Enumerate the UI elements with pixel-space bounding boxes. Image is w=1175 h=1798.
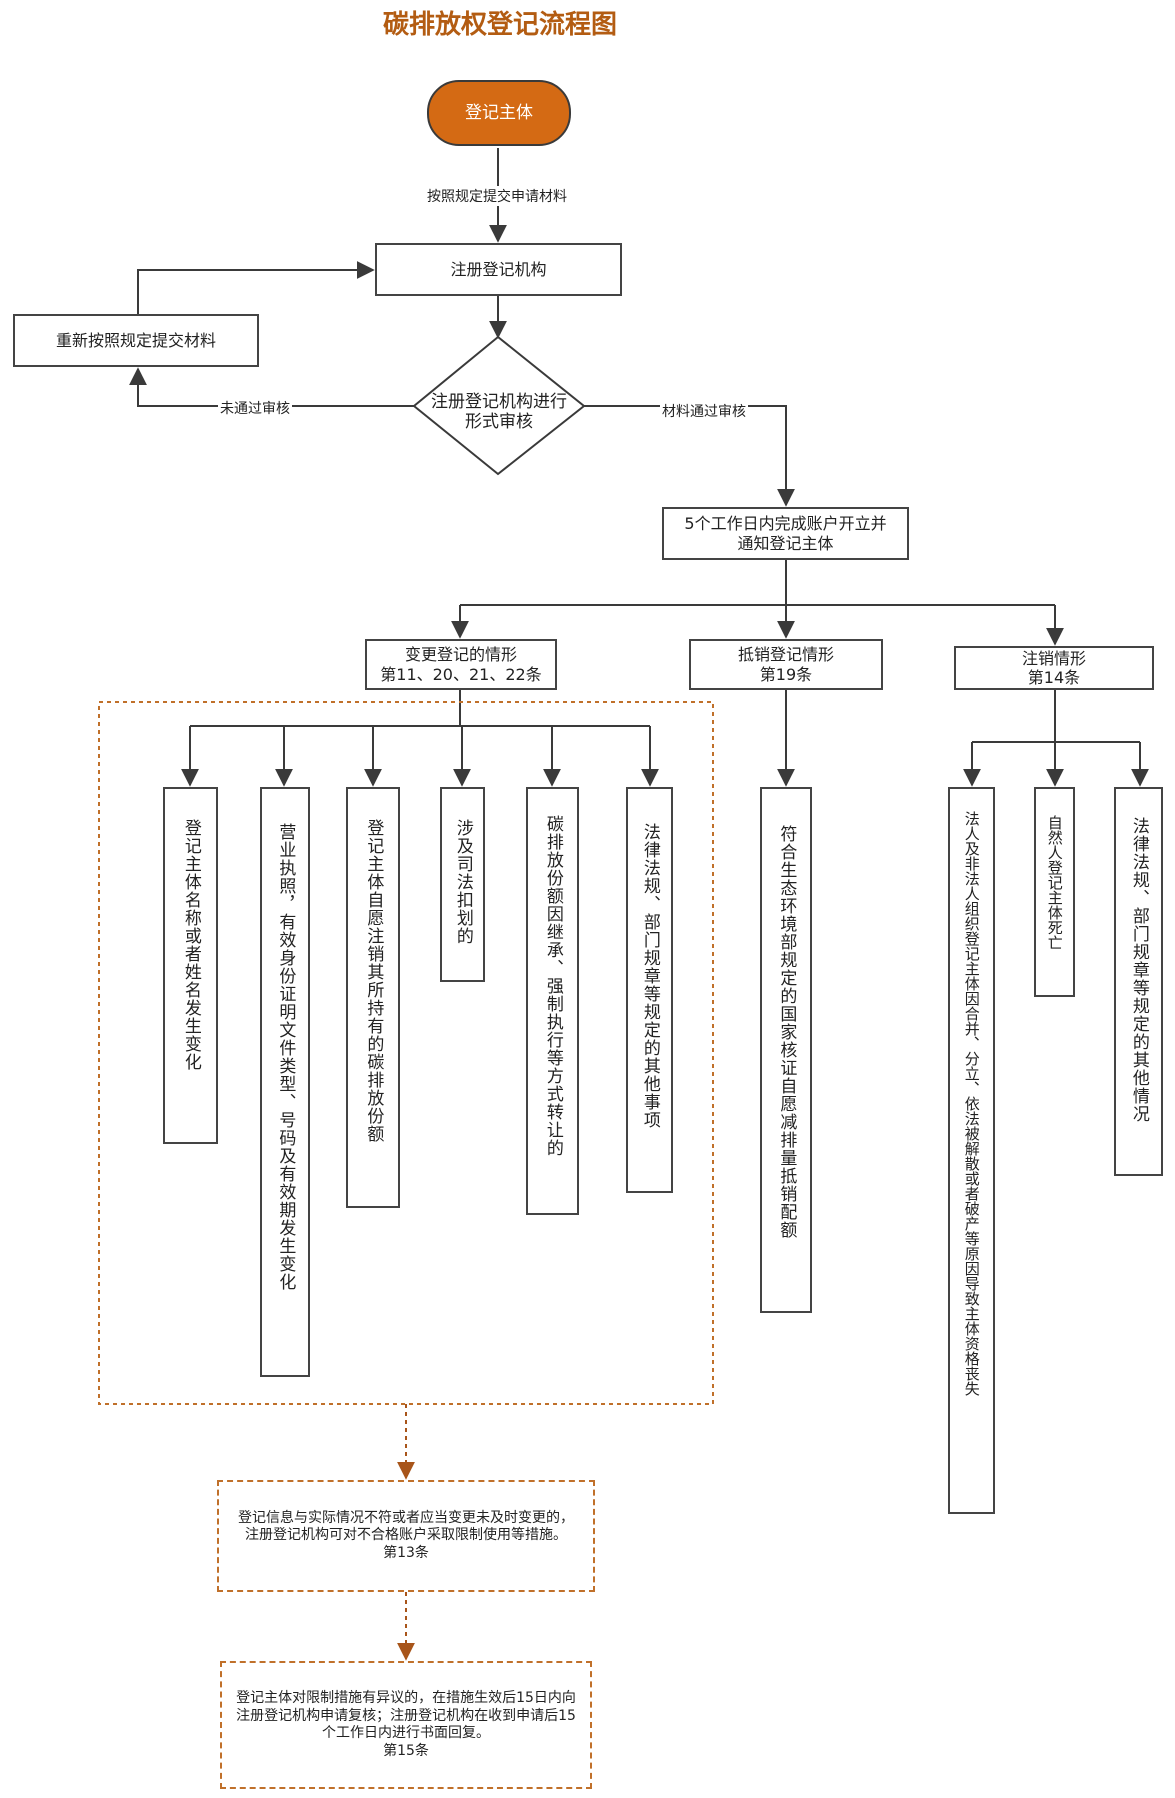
edge-resubmit-registry [137,261,375,314]
change-node: 变更登记的情形 第11、20、21、22条 [365,639,557,690]
note-article-15: 登记主体对限制措施有异议的，在措施生效后15日内向 注册登记机构申请复核；注册登… [220,1661,592,1789]
edge-label-approved: 材料通过审核 [660,401,748,421]
open-account-node: 5个工作日内完成账户开立并 通知登记主体 [662,507,909,560]
review-diamond [412,335,586,476]
start-node: 登记主体 [427,80,571,146]
offset-item: 符合生态环境部规定的国家核证自愿减排量抵销配额 [760,787,812,1313]
cancel-item-text: 法人及非法人组织登记主体因合并、分立、依法被解散或者破产等原因导致主体资格丧失 [962,811,981,1396]
change-item-name: 登记主体名称或者姓名发生变化 [163,787,218,1144]
change-item-judicial: 涉及司法扣划的 [440,787,485,982]
edge-label-rejected: 未通过审核 [218,398,292,418]
note-article-13: 登记信息与实际情况不符或者应当变更未及时变更的， 注册登记机构可对不合格账户采取… [217,1480,595,1592]
edge-review-account [584,405,795,507]
change-items-group [98,701,714,1405]
cancel-item-other: 法律法规、部门规章等规定的其他情况 [1114,787,1163,1176]
change-item-other: 法律法规、部门规章等规定的其他事项 [626,787,673,1193]
change-item-text: 涉及司法扣划的 [452,819,473,945]
change-item-voluntary-cancel: 登记主体自愿注销其所持有的碳排放份额 [346,787,400,1208]
review-node-label: 注册登记机构进行 形式审核 [431,392,567,432]
offset-node: 抵销登记情形 第19条 [689,639,883,690]
change-item-inheritance: 碳排放份额因继承、强制执行等方式转让的 [526,787,579,1215]
change-item-text: 营业执照，有效身份证明文件类型、号码及有效期发生变化 [275,823,296,1291]
change-item-text: 登记主体自愿注销其所持有的碳排放份额 [363,819,384,1143]
edge-review-resubmit [129,367,414,407]
cancel-item-text: 法律法规、部门规章等规定的其他情况 [1128,817,1149,1123]
cancel-node: 注销情形 第14条 [954,646,1154,690]
change-item-text: 登记主体名称或者姓名发生变化 [180,819,201,1071]
cancel-item-text: 自然人登记主体死亡 [1045,815,1064,950]
change-item-license: 营业执照，有效身份证明文件类型、号码及有效期发生变化 [260,787,310,1377]
edge-label-submit: 按照规定提交申请材料 [425,186,569,206]
page-title: 碳排放权登记流程图 [382,10,617,40]
resubmit-node: 重新按照规定提交材料 [13,314,259,367]
cancel-item-entity: 法人及非法人组织登记主体因合并、分立、依法被解散或者破产等原因导致主体资格丧失 [948,787,995,1514]
registry-node: 注册登记机构 [375,243,622,296]
offset-item-text: 符合生态环境部规定的国家核证自愿减排量抵销配额 [776,825,797,1239]
change-item-text: 碳排放份额因继承、强制执行等方式转让的 [542,815,563,1157]
change-item-text: 法律法规、部门规章等规定的其他事项 [639,823,660,1129]
cancel-item-death: 自然人登记主体死亡 [1034,787,1075,997]
